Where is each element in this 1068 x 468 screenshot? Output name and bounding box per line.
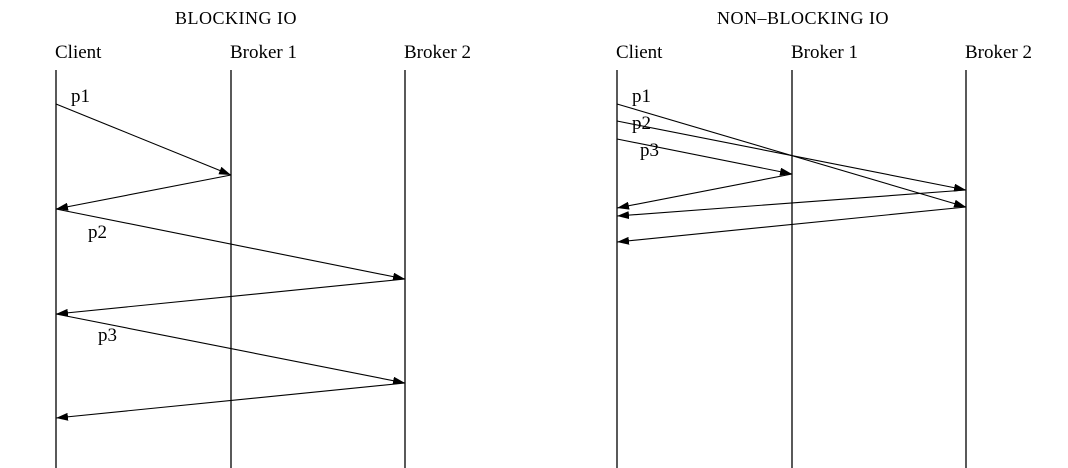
nonblocking-p1-response	[616, 206, 967, 245]
nonblocking-p2-response	[616, 189, 967, 220]
nonblocking-lane-client: Client	[616, 42, 663, 63]
blocking-lane-broker-1: Broker 1	[230, 42, 297, 63]
blocking-label-p2: p2	[88, 222, 107, 243]
nonblocking-p3-response	[616, 173, 793, 210]
blocking-p2-request	[55, 208, 406, 281]
nonblocking-p3-request	[616, 138, 793, 176]
nonblocking-label-p1: p1	[632, 86, 651, 107]
nonblocking-label-p3: p3	[640, 140, 659, 161]
nonblocking-lane-broker-2: Broker 2	[965, 42, 1032, 63]
blocking-io-diagram: BLOCKING IO Client Broker 1 Broker 2 p1 …	[55, 8, 471, 468]
blocking-p1-response	[55, 174, 232, 211]
blocking-p3-request	[55, 313, 406, 385]
blocking-lane-client: Client	[55, 42, 102, 63]
nonblocking-p2-request	[616, 120, 967, 192]
nonblocking-label-p2: p2	[632, 113, 651, 134]
blocking-title: BLOCKING IO	[175, 8, 297, 28]
blocking-p2-response	[55, 278, 406, 317]
nonblocking-title: NON–BLOCKING IO	[717, 8, 889, 28]
blocking-lane-broker-2: Broker 2	[404, 42, 471, 63]
non-blocking-io-diagram: NON–BLOCKING IO Client Broker 1 Broker 2…	[616, 8, 1032, 468]
blocking-label-p3: p3	[98, 325, 117, 346]
nonblocking-lane-broker-1: Broker 1	[791, 42, 858, 63]
blocking-label-p1: p1	[71, 86, 90, 107]
blocking-p1-request	[55, 103, 232, 176]
blocking-p3-response	[55, 382, 406, 421]
